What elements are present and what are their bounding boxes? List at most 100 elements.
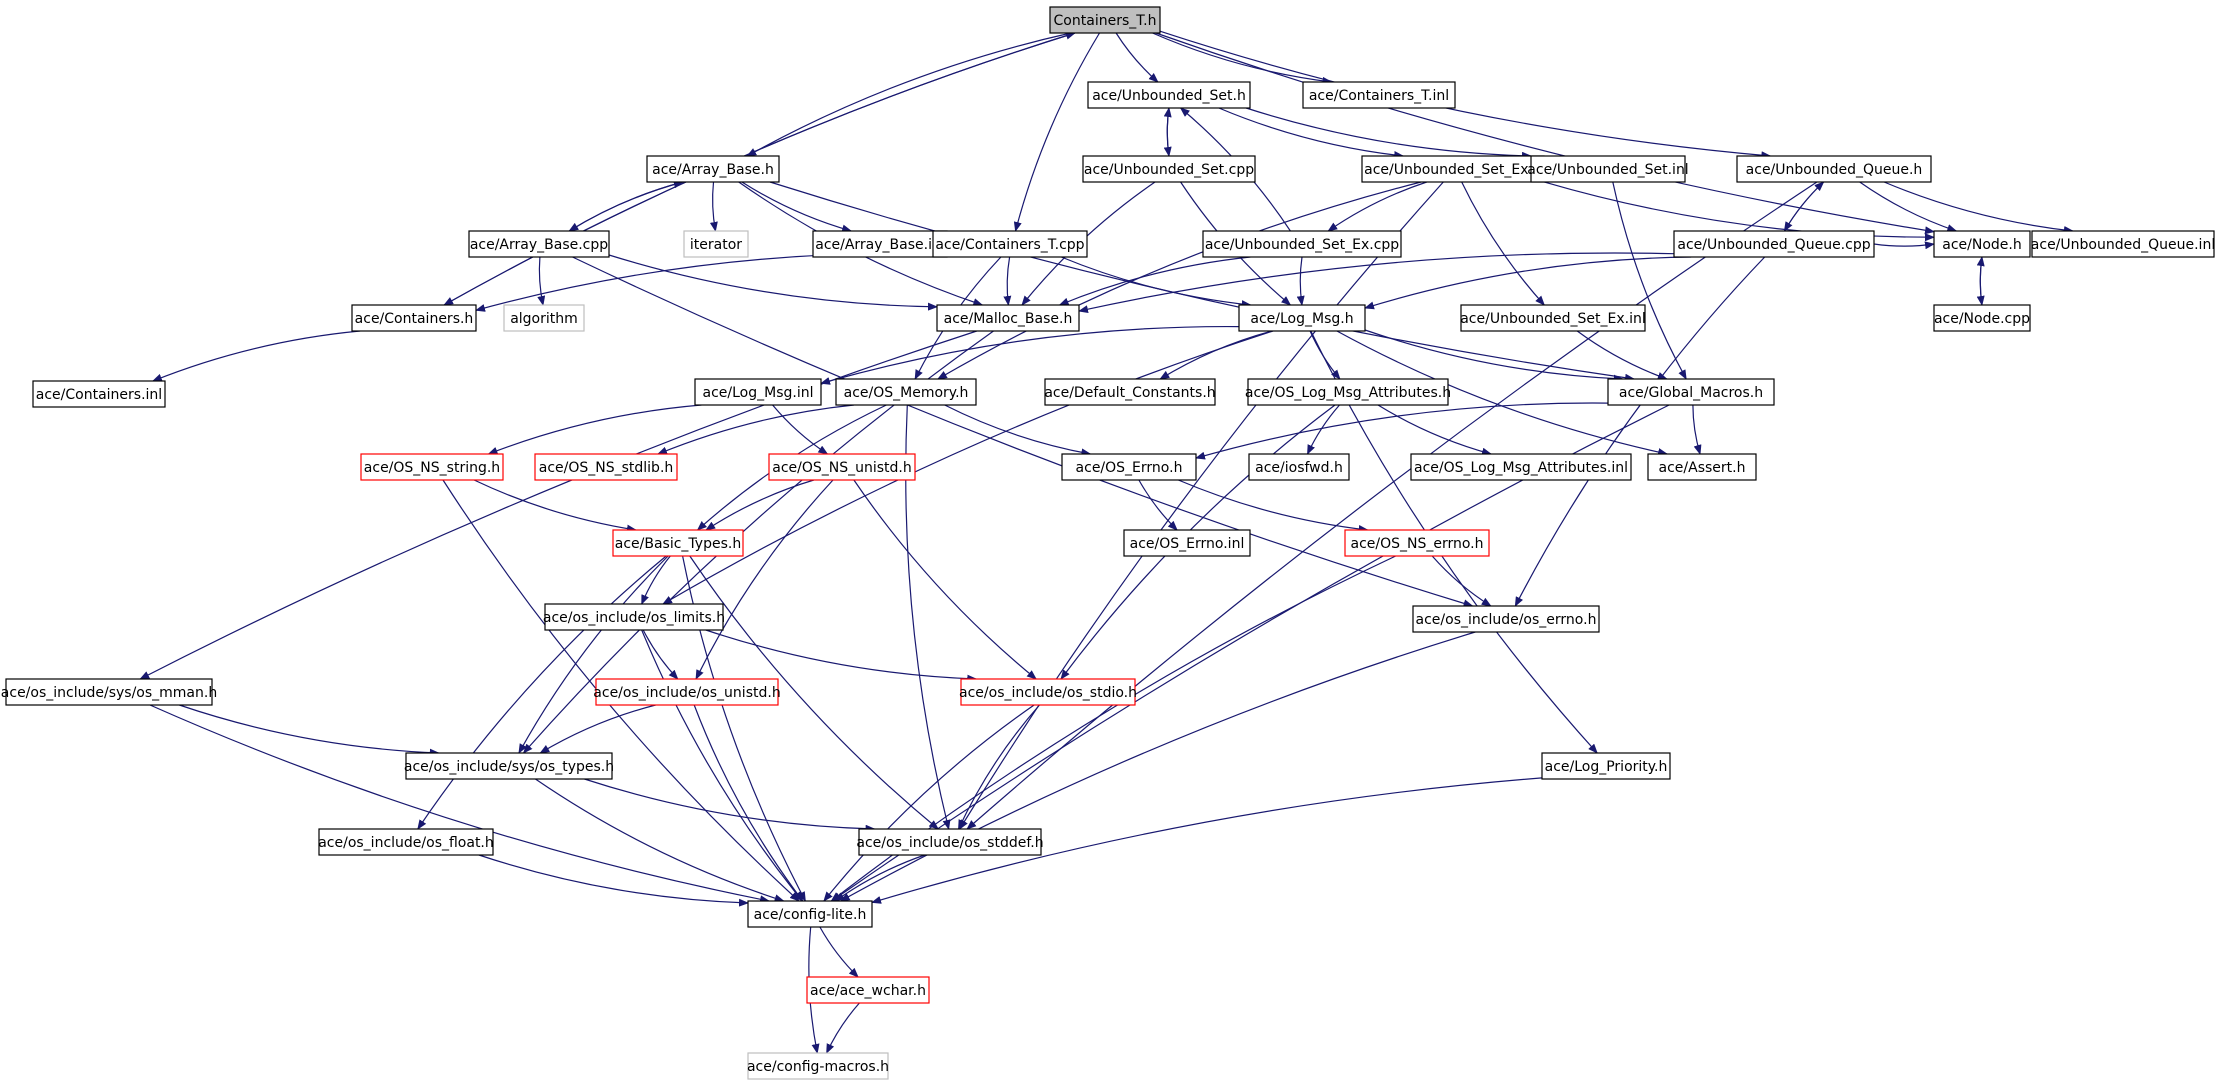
node-label: ace/Malloc_Base.h bbox=[944, 311, 1073, 327]
edge-os_stdio_h-to-os_stddef_h bbox=[957, 704, 1040, 830]
node-unbounded-set-cpp[interactable]: ace/Unbounded_Set.cpp bbox=[1082, 155, 1256, 183]
node-containers-h[interactable]: ace/Containers.h bbox=[351, 304, 477, 332]
node-os-stddef-h[interactable]: ace/os_include/os_stddef.h bbox=[856, 828, 1044, 856]
node-os-unistd-h[interactable]: ace/os_include/os_unistd.h bbox=[593, 678, 781, 706]
node-algorithm[interactable]: algorithm bbox=[503, 304, 585, 332]
node-label: ace/Unbounded_Set_Ex.h bbox=[1364, 162, 1542, 178]
node-basic-types-h[interactable]: ace/Basic_Types.h bbox=[612, 529, 744, 557]
node-os-errno-h[interactable]: ace/OS_Errno.h bbox=[1061, 453, 1197, 481]
edge-containers_t_h-to-unbounded_queue_h bbox=[1159, 30, 1772, 160]
edge-os_log_msg_attributes_h-to-os_log_msg_attributes_inl bbox=[1377, 404, 1492, 456]
node-label: ace/Containers.inl bbox=[36, 387, 162, 403]
node-assert-h[interactable]: ace/Assert.h bbox=[1647, 453, 1757, 481]
node-iterator[interactable]: iterator bbox=[683, 230, 749, 258]
node-os-errno-inl[interactable]: ace/OS_Errno.inl bbox=[1123, 529, 1251, 557]
node-unbounded-queue-cpp[interactable]: ace/Unbounded_Queue.cpp bbox=[1673, 230, 1875, 258]
node-config-macros-h[interactable]: ace/config-macros.h bbox=[747, 1052, 889, 1080]
node-array-base-inl[interactable]: ace/Array_Base.inl bbox=[812, 230, 948, 258]
node-unbounded-set-ex-h[interactable]: ace/Unbounded_Set_Ex.h bbox=[1361, 155, 1545, 183]
node-label: ace/Log_Msg.h bbox=[1250, 311, 1353, 327]
node-os-ns-unistd-h[interactable]: ace/OS_NS_unistd.h bbox=[768, 453, 916, 481]
edge-os_memory_h-to-os_errno_h bbox=[944, 404, 1092, 457]
node-os-ns-stdlib-h[interactable]: ace/OS_NS_stdlib.h bbox=[534, 453, 678, 481]
node-label: ace/OS_NS_stdlib.h bbox=[539, 460, 674, 476]
node-array-base-cpp[interactable]: ace/Array_Base.cpp bbox=[468, 230, 610, 258]
node-global-macros-h[interactable]: ace/Global_Macros.h bbox=[1607, 378, 1775, 406]
node-unbounded-queue-inl[interactable]: ace/Unbounded_Queue.inl bbox=[2031, 230, 2215, 258]
node-containers-t-cpp[interactable]: ace/Containers_T.cpp bbox=[932, 230, 1088, 258]
node-os-mman-h[interactable]: ace/os_include/sys/os_mman.h bbox=[1, 678, 217, 706]
node-unbounded-set-inl[interactable]: ace/Unbounded_Set.inl bbox=[1527, 155, 1689, 183]
node-unbounded-set-ex-inl[interactable]: ace/Unbounded_Set_Ex.inl bbox=[1460, 304, 1646, 332]
node-os-memory-h[interactable]: ace/OS_Memory.h bbox=[835, 378, 977, 406]
node-box bbox=[360, 453, 504, 481]
node-box bbox=[1530, 155, 1686, 183]
node-log-msg-inl[interactable]: ace/Log_Msg.inl bbox=[694, 378, 822, 406]
node-label: ace/os_include/os_errno.h bbox=[1416, 612, 1597, 628]
node-malloc-base-h[interactable]: ace/Malloc_Base.h bbox=[936, 304, 1080, 332]
node-os-ns-errno-h[interactable]: ace/OS_NS_errno.h bbox=[1344, 529, 1490, 557]
edge-log_msg_h-to-global_macros_h bbox=[1364, 329, 1624, 383]
edge-unbounded_queue_cpp-to-os_errno_inc_h bbox=[1514, 256, 1766, 607]
node-iosfwd-h[interactable]: ace/iosfwd.h bbox=[1248, 453, 1350, 481]
node-os-types-h[interactable]: ace/os_include/sys/os_types.h bbox=[404, 752, 614, 780]
node-box bbox=[1302, 81, 1456, 109]
edge-unbounded_set_inl-to-global_macros_h bbox=[1612, 181, 1687, 380]
node-node-h[interactable]: ace/Node.h bbox=[1933, 230, 2031, 258]
node-box bbox=[1361, 155, 1545, 183]
edge-global_macros_h-to-os_errno_h bbox=[1195, 402, 1609, 460]
node-label: algorithm bbox=[510, 311, 578, 327]
node-os-float-h[interactable]: ace/os_include/os_float.h bbox=[318, 828, 494, 856]
node-box bbox=[960, 678, 1136, 706]
node-ace-wchar-h[interactable]: ace/ace_wchar.h bbox=[806, 976, 930, 1004]
node-containers-t-inl[interactable]: ace/Containers_T.inl bbox=[1302, 81, 1456, 109]
node-label: ace/Log_Msg.inl bbox=[703, 385, 814, 401]
node-unbounded-set-h[interactable]: ace/Unbounded_Set.h bbox=[1087, 81, 1251, 109]
edge-unbounded_set_ex_cpp-to-log_msg_h bbox=[1296, 256, 1305, 306]
edge-unbounded_queue_h-to-unbounded_queue_inl bbox=[1883, 181, 2074, 234]
node-unbounded-queue-h[interactable]: ace/Unbounded_Queue.h bbox=[1736, 155, 1932, 183]
node-box bbox=[32, 380, 166, 408]
node-label: ace/OS_Log_Msg_Attributes.h bbox=[1245, 385, 1451, 401]
node-os-log-msg-attributes-inl[interactable]: ace/OS_Log_Msg_Attributes.inl bbox=[1410, 453, 1632, 481]
node-box bbox=[1044, 378, 1216, 406]
edge-containers_t_h-to-containers_t_inl bbox=[1152, 32, 1333, 85]
node-array-base-h[interactable]: ace/Array_Base.h bbox=[646, 155, 780, 183]
node-label: ace/Array_Base.inl bbox=[815, 237, 945, 253]
node-box bbox=[806, 976, 930, 1004]
node-box bbox=[1410, 453, 1632, 481]
edge-containers_t_h-to-node_h bbox=[1155, 32, 1935, 235]
edge-unbounded_set_ex_h-to-node_h bbox=[1543, 181, 1935, 242]
node-label: ace/OS_NS_unistd.h bbox=[772, 460, 912, 476]
node-box bbox=[595, 678, 779, 706]
node-label: ace/Unbounded_Set_Ex.cpp bbox=[1205, 237, 1399, 253]
node-os-ns-string-h[interactable]: ace/OS_NS_string.h bbox=[360, 453, 504, 481]
node-box bbox=[812, 230, 948, 258]
node-box bbox=[1933, 230, 2031, 258]
edge-ace_wchar_h-to-config_macros_h bbox=[826, 1002, 860, 1054]
node-label: ace/OS_NS_errno.h bbox=[1350, 536, 1483, 552]
node-os-limits-h[interactable]: ace/os_include/os_limits.h bbox=[543, 603, 725, 631]
node-containers-inl[interactable]: ace/Containers.inl bbox=[32, 380, 166, 408]
node-default-constants-h[interactable]: ace/Default_Constants.h bbox=[1044, 378, 1216, 406]
node-config-lite-h[interactable]: ace/config-lite.h bbox=[747, 900, 873, 928]
node-os-errno-inc-h[interactable]: ace/os_include/os_errno.h bbox=[1412, 605, 1600, 633]
node-box bbox=[534, 453, 678, 481]
edge-unbounded_set_ex_cpp-to-malloc_base_h bbox=[1058, 256, 1251, 306]
edge-array_base_h-to-array_base_inl bbox=[741, 181, 853, 233]
node-os-stdio-h[interactable]: ace/os_include/os_stdio.h bbox=[959, 678, 1137, 706]
node-box bbox=[747, 900, 873, 928]
node-box bbox=[683, 230, 749, 258]
node-containers-t-h[interactable]: Containers_T.h bbox=[1049, 6, 1161, 34]
node-os-log-msg-attributes-h[interactable]: ace/OS_Log_Msg_Attributes.h bbox=[1245, 378, 1451, 406]
node-node-cpp[interactable]: ace/Node.cpp bbox=[1933, 304, 2031, 332]
node-log-msg-h[interactable]: ace/Log_Msg.h bbox=[1238, 304, 1366, 332]
edge-os_limits_h-to-config_lite_h bbox=[641, 629, 803, 902]
node-label: ace/os_include/os_unistd.h bbox=[593, 685, 780, 701]
node-log-priority-h[interactable]: ace/Log_Priority.h bbox=[1541, 752, 1671, 780]
edge-array_base_cpp-to-array_base_h bbox=[568, 180, 684, 232]
node-unbounded-set-ex-cpp[interactable]: ace/Unbounded_Set_Ex.cpp bbox=[1202, 230, 1402, 258]
edge-os_ns_unistd_h-to-os_stdio_h bbox=[853, 479, 1037, 680]
edge-unbounded_queue_h-to-os_stddef_h bbox=[966, 181, 1818, 830]
node-label: ace/os_include/os_stddef.h bbox=[856, 835, 1043, 851]
